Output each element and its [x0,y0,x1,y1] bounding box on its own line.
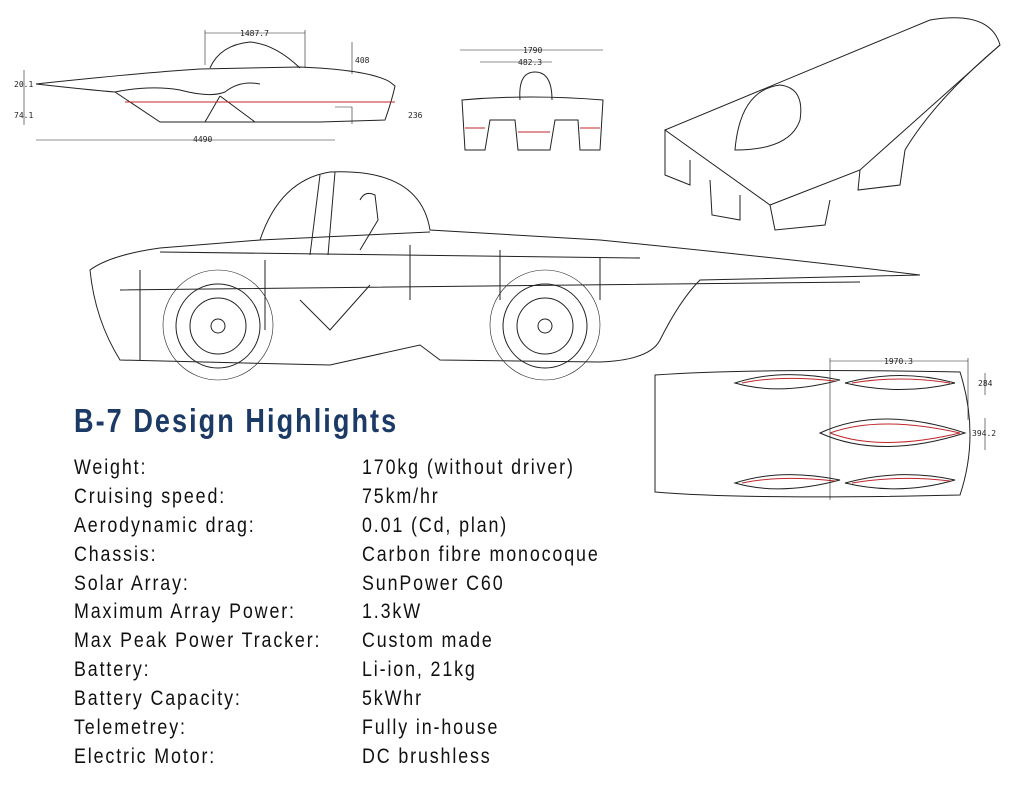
side-view-drawing: 1487.7 408 20.1 74.1 236 4490 [14,29,423,144]
spec-label: Battery: [74,658,151,682]
spec-value: DC brushless [362,744,492,768]
spec-value: 1.3kW [362,600,422,624]
front-view-drawing: 1790 482.3 [460,46,604,151]
dim-label: 1790 [523,46,542,55]
dim-label: 1487.7 [240,29,269,38]
spec-label: Telemetrey: [74,716,187,740]
spec-label: Solar Array: [74,571,190,595]
spec-label: Max Peak Power Tracker: [74,629,322,653]
dim-label: 4490 [193,135,212,144]
spec-label: Battery Capacity: [74,687,242,711]
dim-label: 236 [408,111,423,120]
spec-label: Cruising speed: [74,484,227,508]
perspective-view-drawing [663,17,1001,231]
dim-label: 74.1 [14,111,33,120]
spec-value: Li-ion, 21kg [362,658,477,682]
spec-value: 75km/hr [362,484,440,508]
spec-value: Fully in-house [362,716,500,740]
spec-label: Weight: [74,456,148,479]
spec-label: Chassis: [74,542,158,566]
spec-label: Aerodynamic drag: [74,513,256,537]
spec-label: Maximum Array Power: [74,600,296,624]
spec-value: SunPower C60 [362,571,505,595]
spec-value: 0.01 (Cd, plan) [362,513,509,537]
spec-value: Custom made [362,629,494,653]
car-cutaway-drawing [89,171,921,381]
top-view-drawing: 1970.3 284 394.2 [654,357,996,500]
page-title: B-7 Design Highlights [74,402,399,439]
spec-label: Electric Motor: [74,744,217,768]
dim-label: 408 [355,56,370,65]
dim-label: 1970.3 [884,357,913,366]
dim-label: 394.2 [972,429,996,438]
spec-value: 5kWhr [362,687,423,711]
dim-label: 20.1 [14,80,33,89]
dim-label: 482.3 [518,58,542,67]
spec-value: Carbon fibre monocoque [362,542,600,566]
spec-value: 170kg (without driver) [362,456,575,479]
dim-label: 284 [978,379,993,388]
